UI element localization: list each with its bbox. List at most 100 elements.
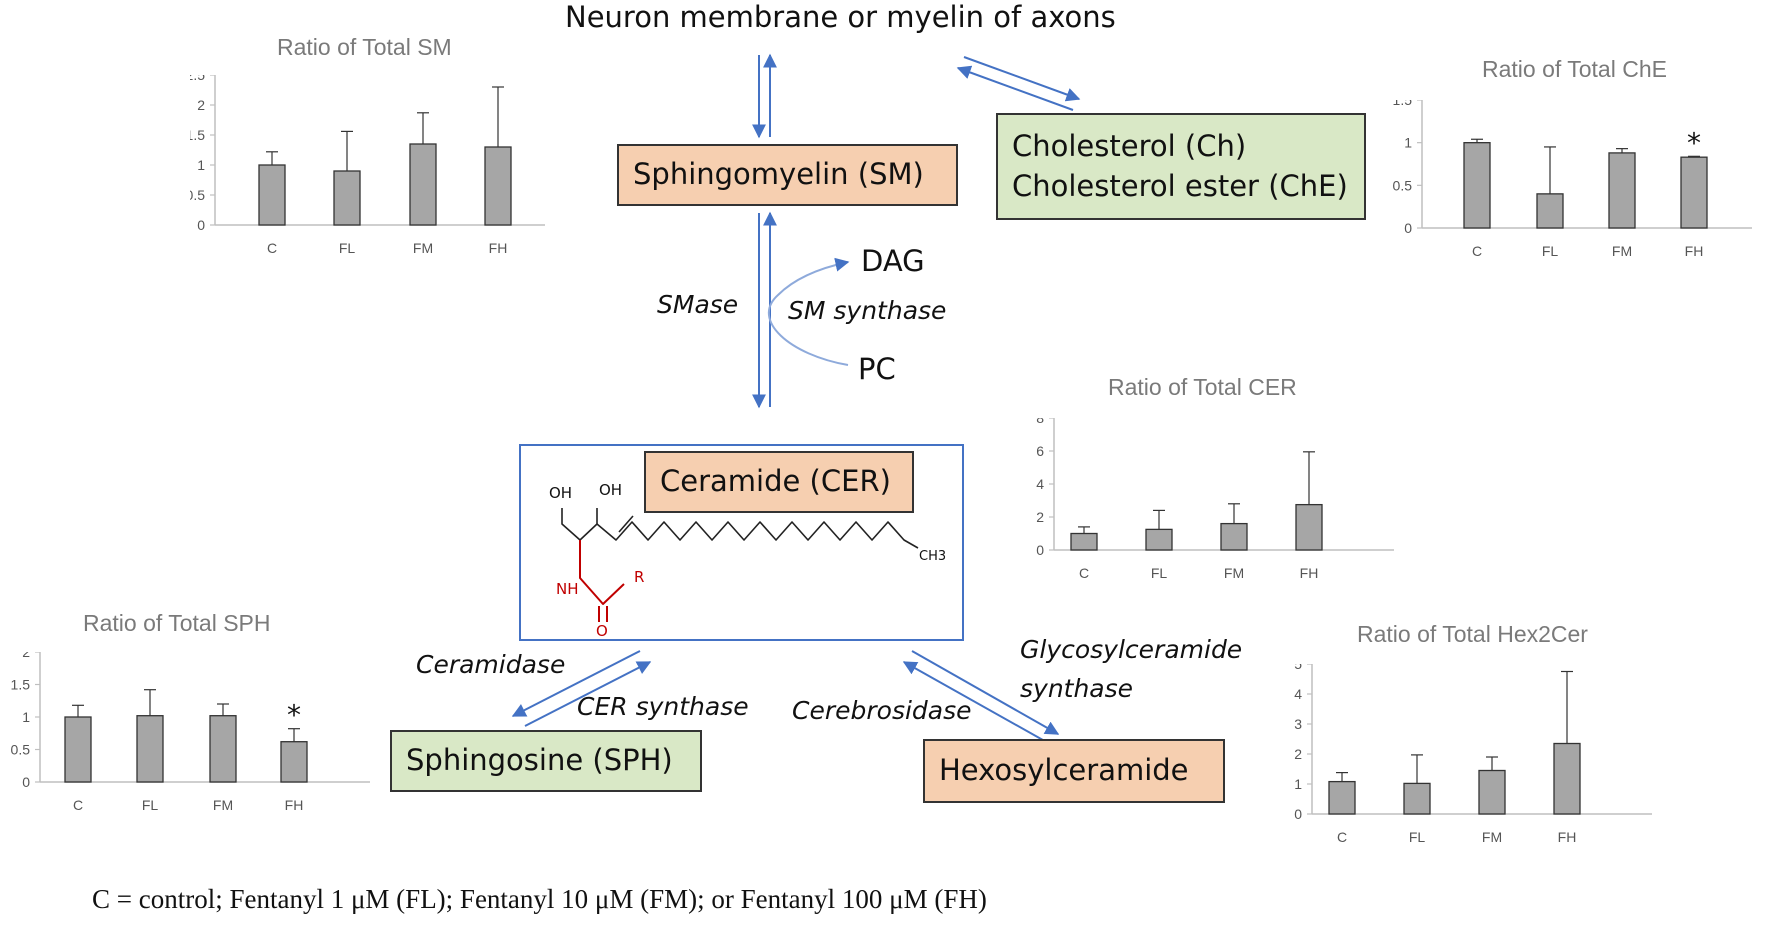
- chart-title-sm: Ratio of Total SM: [277, 34, 452, 60]
- y-tick-label-hex2cer-0: 0: [1294, 806, 1302, 822]
- arrow-cholesterol-to-membrane: [956, 65, 1074, 111]
- chart-title-cer: Ratio of Total CER: [1108, 374, 1297, 400]
- x-tick-label-sm-FH: FH: [489, 240, 508, 256]
- y-tick-label-che-0: 0: [1404, 220, 1412, 236]
- dag-label: DAG: [861, 244, 925, 278]
- sphingomyelin-label: Sphingomyelin (SM): [633, 157, 924, 192]
- y-tick-label-hex2cer-4: 4: [1294, 686, 1302, 702]
- x-tick-label-cer-FL: FL: [1151, 565, 1168, 581]
- ceramide-box: Ceramide (CER): [644, 451, 914, 513]
- bar-che-FL: [1536, 193, 1564, 229]
- arrow-cer-to-sph: [511, 650, 641, 717]
- oh-label-2: OH: [599, 481, 623, 499]
- hexosylceramide-label: Hexosylceramide: [939, 753, 1189, 788]
- x-tick-label-cer-FH: FH: [1300, 565, 1319, 581]
- ceramidase-label: Ceramidase: [416, 650, 566, 679]
- x-tick-label-che-FL: FL: [1542, 243, 1559, 259]
- y-tick-label-sm-1: 0.5: [190, 187, 205, 203]
- y-tick-label-sph-0: 0: [22, 774, 30, 790]
- cerebrosidase-label: Cerebrosidase: [792, 696, 972, 725]
- x-tick-label-sph-FL: FL: [142, 797, 159, 813]
- y-tick-label-sm-4: 2: [197, 97, 205, 113]
- y-tick-label-sm-2: 1: [197, 157, 205, 173]
- bar-sph-FH: [280, 741, 308, 783]
- arrow-sph-to-cer: [524, 661, 652, 727]
- y-tick-label-sm-0: 0: [197, 217, 205, 233]
- chart-title-che: Ratio of Total ChE: [1482, 56, 1667, 82]
- cholesterol-label: Cholesterol (Ch): [1012, 129, 1247, 164]
- bar-che-FM: [1608, 152, 1636, 229]
- y-tick-label-sph-1: 0.5: [11, 742, 31, 758]
- x-tick-label-che-C: C: [1472, 243, 1482, 259]
- glycosylceramide-label-line2: synthase: [1020, 674, 1134, 703]
- ceramide-sphingoid-chain: [596, 521, 919, 549]
- bar-sm-FH: [484, 146, 512, 226]
- bar-hex2cer-C: [1328, 780, 1356, 815]
- bar-sph-C: [64, 716, 92, 783]
- o-label: O: [596, 622, 608, 640]
- y-tick-label-hex2cer-1: 1: [1294, 776, 1302, 792]
- cholesterol-ester-label: Cholesterol ester (ChE): [1012, 168, 1348, 203]
- x-tick-label-sm-FL: FL: [339, 240, 356, 256]
- x-tick-label-che-FH: FH: [1685, 243, 1704, 259]
- y-tick-label-cer-4: 8: [1036, 418, 1044, 426]
- ch3-label: CH3: [919, 549, 947, 564]
- x-tick-label-hex2cer-FH: FH: [1558, 829, 1577, 845]
- chart-title-sph: Ratio of Total SPH: [83, 610, 271, 636]
- y-tick-label-hex2cer-5: 5: [1294, 664, 1302, 672]
- amide-bond: [579, 540, 625, 605]
- y-tick-label-che-2: 1: [1404, 135, 1412, 151]
- bar-cer-FM: [1220, 522, 1248, 551]
- arrow-cer-to-hex: [911, 650, 1060, 735]
- hexosylceramide-box: Hexosylceramide: [923, 739, 1225, 803]
- sphingomyelin-box: Sphingomyelin (SM): [617, 144, 958, 206]
- ceramide-double-bond: [618, 515, 634, 533]
- x-tick-label-che-FM: FM: [1612, 243, 1632, 259]
- arrow-pc-to-dag: [767, 257, 850, 366]
- membrane-label: Neuron membrane or myelin of axons: [565, 0, 1116, 34]
- ceramide-label: Ceramide (CER): [660, 464, 891, 499]
- x-tick-label-sph-FH: FH: [285, 797, 304, 813]
- smase-label: SMase: [657, 290, 739, 319]
- bar-sm-FL: [333, 170, 361, 226]
- bar-sm-C: [258, 164, 286, 226]
- bar-hex2cer-FL: [1403, 782, 1431, 815]
- bar-hex2cer-FH: [1553, 742, 1581, 815]
- bar-sph-FM: [209, 715, 237, 783]
- y-tick-label-cer-3: 6: [1036, 443, 1044, 459]
- y-tick-label-hex2cer-3: 3: [1294, 716, 1302, 732]
- significance-marker-sph-FH: *: [287, 699, 301, 732]
- bar-cer-FH: [1295, 503, 1323, 551]
- cholesterol-box: Cholesterol (Ch) Cholesterol ester (ChE): [996, 113, 1366, 220]
- y-tick-label-sm-3: 1.5: [190, 127, 205, 143]
- cer-synthase-label: CER synthase: [577, 692, 749, 721]
- arrow-membrane-to-cholesterol: [963, 56, 1081, 102]
- sphingosine-label: Sphingosine (SPH): [406, 743, 673, 778]
- ceramide-frame: [519, 444, 964, 641]
- y-tick-label-sph-2: 1: [22, 709, 30, 725]
- bar-cer-FL: [1145, 528, 1173, 551]
- sphingosine-box: Sphingosine (SPH): [390, 730, 702, 792]
- x-tick-label-cer-C: C: [1079, 565, 1089, 581]
- arrow-hex-to-cer: [902, 661, 1051, 745]
- ceramide-backbone: [561, 508, 598, 541]
- y-tick-label-sph-3: 1.5: [11, 677, 31, 693]
- treatment-legend: C = control; Fentanyl 1 μM (FL); Fentany…: [92, 884, 987, 914]
- bar-sph-FL: [136, 715, 164, 783]
- y-tick-label-cer-0: 0: [1036, 542, 1044, 558]
- bar-sm-FM: [409, 143, 437, 226]
- x-tick-label-sph-C: C: [73, 797, 83, 813]
- significance-marker-che-FH: *: [1687, 126, 1701, 159]
- x-tick-label-hex2cer-FM: FM: [1482, 829, 1502, 845]
- bar-che-C: [1463, 142, 1491, 229]
- x-tick-label-hex2cer-C: C: [1337, 829, 1347, 845]
- y-tick-label-cer-2: 4: [1036, 476, 1044, 492]
- y-tick-label-sph-4: 2: [22, 652, 30, 660]
